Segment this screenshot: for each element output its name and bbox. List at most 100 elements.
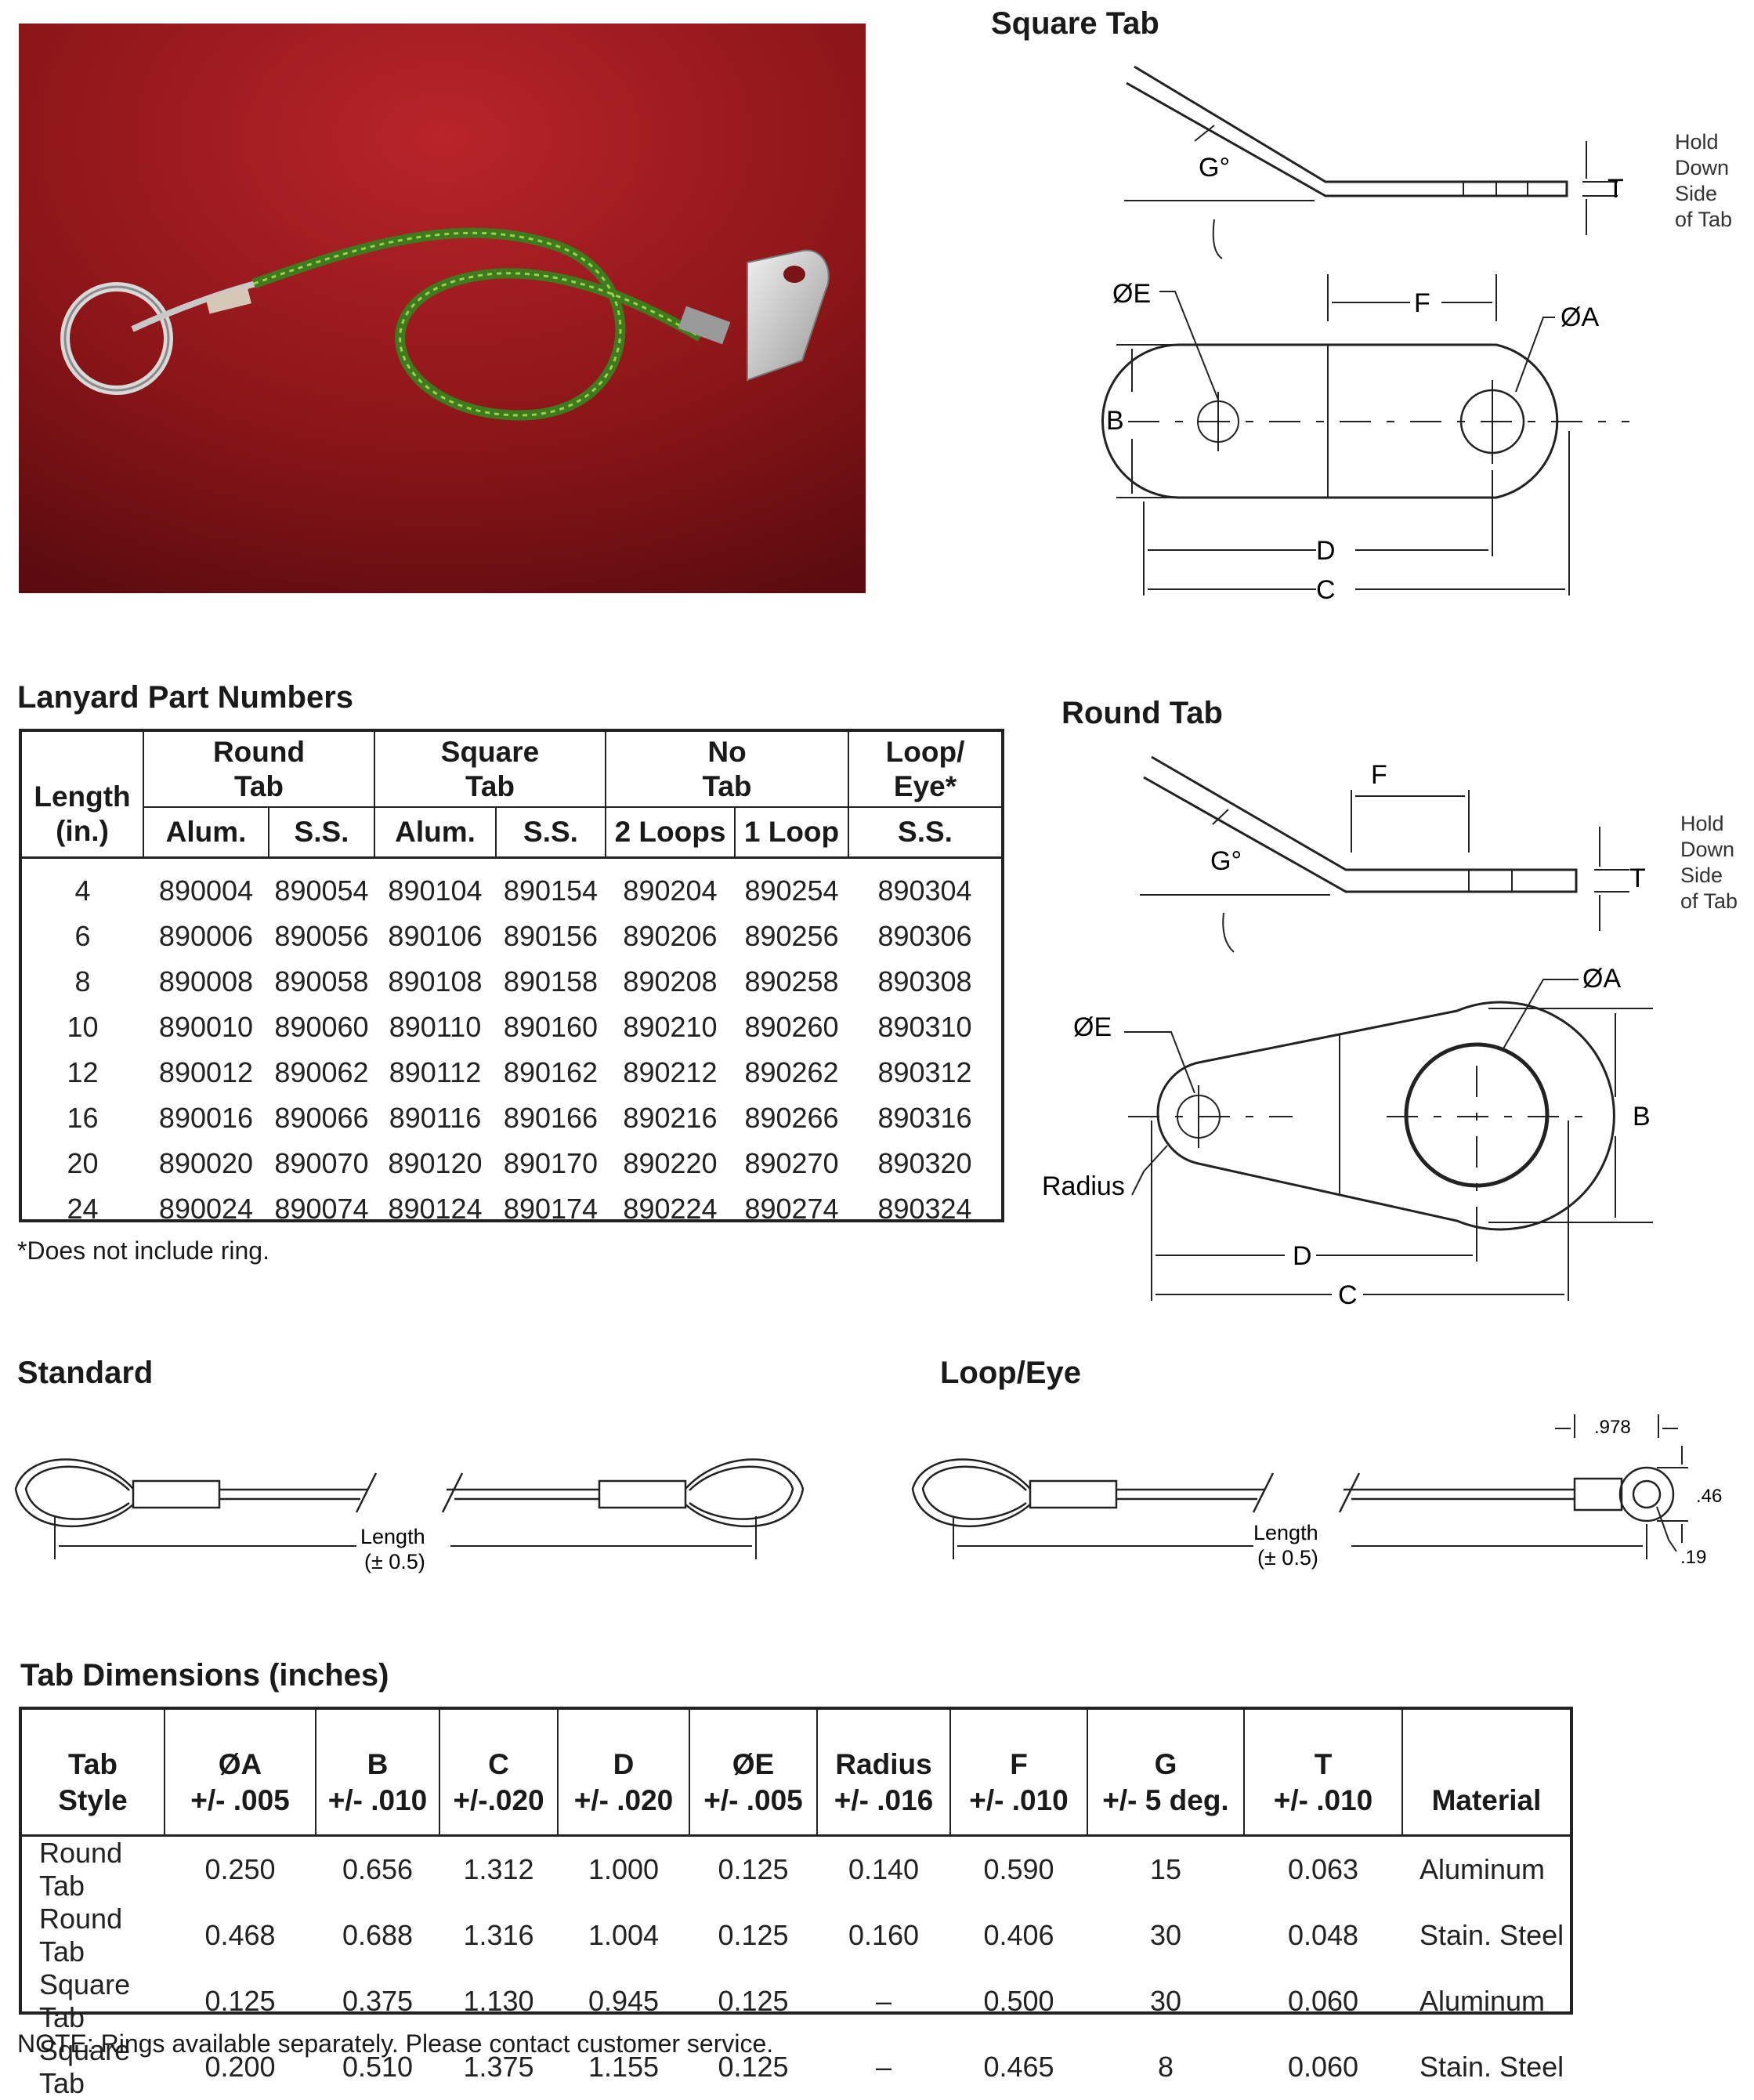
part-number-cell: 890006 — [158, 919, 254, 952]
lanyard-photo — [19, 24, 866, 593]
subheader-round-alum: Alum. — [143, 807, 269, 859]
tab-dim-header: F+/- .010 — [949, 1710, 1087, 1837]
part-number-cell: 890058 — [274, 965, 369, 998]
dimension-cell: 1.004 — [588, 1918, 660, 1951]
part-number-cell: 890258 — [744, 965, 839, 998]
part-number-cell: 890024 — [158, 1192, 254, 1225]
part-number-cell: 890108 — [388, 965, 483, 998]
part-numbers-title: Lanyard Part Numbers — [17, 680, 354, 715]
dimension-cell: 0.945 — [588, 1984, 660, 2017]
dimension-cell: 0.468 — [204, 1918, 276, 1951]
material-cell: Aluminum — [1419, 1852, 1546, 1885]
dimension-cell: 0.406 — [983, 1918, 1054, 1951]
tab-style-cell: Round Tab — [39, 1836, 123, 1902]
square-tab-hold-1: Hold — [1675, 130, 1719, 154]
round-tab-hold-4: of Tab — [1680, 889, 1738, 913]
loop-eye-tolerance-label: (± 0.5) — [1257, 1546, 1318, 1570]
part-number-cell: 890256 — [744, 919, 839, 952]
dimension-cell: 0.656 — [342, 1852, 414, 1885]
part-number-cell: 890012 — [158, 1055, 254, 1088]
subheader-round-ss: S.S. — [268, 807, 374, 859]
subheader-square-alum: Alum. — [374, 807, 496, 859]
round-tab-diagram: F G° T ØA ØE B Radius D C Hold Down Side… — [1042, 755, 1738, 1310]
tab-dim-header: Material — [1401, 1710, 1570, 1837]
part-number-cell: 890110 — [389, 1010, 482, 1043]
dimension-cell: 0.063 — [1287, 1852, 1359, 1885]
dimension-cell: 0.250 — [204, 1852, 276, 1885]
round-tab-a-label: ØA — [1582, 964, 1621, 994]
dimension-cell: 0.160 — [848, 1918, 920, 1951]
part-number-cell: 890062 — [274, 1055, 369, 1088]
dimension-cell: 1.312 — [463, 1852, 534, 1885]
square-tab-b-label: B — [1106, 406, 1124, 436]
round-tab-b-label: B — [1633, 1102, 1651, 1131]
round-tab-hold-2: Down — [1680, 838, 1734, 861]
length-cell: 12 — [67, 1055, 99, 1088]
loop-eye-dim-978: .978 — [1594, 1417, 1631, 1438]
square-tab-f-label: F — [1414, 288, 1430, 318]
dimension-cell: 0.375 — [342, 1984, 414, 2017]
square-tab-a-label: ØA — [1561, 302, 1599, 332]
tab-dimensions-note: NOTE: Rings available separately. Please… — [17, 2029, 774, 2058]
length-cell: 24 — [67, 1192, 99, 1225]
dimension-cell: 0.125 — [204, 1984, 276, 2017]
part-number-cell: 890320 — [877, 1146, 972, 1179]
part-number-cell: 890166 — [503, 1101, 599, 1134]
loop-eye-lanyard-diagram: .978 .46 .19 Length (± 0.5) — [911, 1414, 1722, 1570]
length-cell: 6 — [74, 919, 91, 952]
part-number-cell: 890070 — [274, 1146, 369, 1179]
length-cell: 16 — [67, 1101, 99, 1134]
standard-lanyard-diagram: Length (± 0.5) — [14, 1458, 805, 1573]
part-numbers-footnote: *Does not include ring. — [17, 1236, 269, 1265]
subheader-no-tab-1-loop: 1 Loop — [733, 807, 849, 859]
dimension-cell: 0.060 — [1287, 2050, 1359, 2083]
part-number-cell: 890204 — [623, 874, 718, 907]
dimension-cell: 1.316 — [463, 1918, 534, 1951]
part-number-cell: 890056 — [274, 919, 369, 952]
subheader-square-ss: S.S. — [495, 807, 606, 859]
part-number-cell: 890208 — [623, 965, 718, 998]
dimension-cell: 0.048 — [1287, 1918, 1359, 1951]
subheader-no-tab-2-loops: 2 Loops — [605, 807, 735, 859]
dimension-cell: 0.590 — [983, 1852, 1054, 1885]
dimension-cell: 0.500 — [983, 1984, 1054, 2017]
part-number-cell: 890054 — [274, 874, 369, 907]
dimension-cell: 15 — [1149, 1852, 1182, 1885]
part-number-cell: 890216 — [623, 1101, 718, 1134]
part-number-cell: 890016 — [158, 1101, 254, 1134]
part-number-cell: 890212 — [623, 1055, 718, 1088]
part-number-cell: 890106 — [388, 919, 483, 952]
part-number-cell: 890160 — [503, 1010, 599, 1043]
part-number-cell: 890224 — [623, 1192, 718, 1225]
part-number-cell: 890156 — [503, 919, 599, 952]
square-tab-t-label: T — [1608, 174, 1624, 204]
dimension-cell: 8 — [1157, 2050, 1174, 2083]
length-cell: 20 — [67, 1146, 99, 1179]
standard-tolerance-label: (± 0.5) — [364, 1550, 425, 1573]
square-tab-hold-4: of Tab — [1675, 208, 1732, 231]
tab-dim-header: Radius+/- .016 — [816, 1710, 950, 1837]
square-tab-g-label: G° — [1199, 153, 1230, 183]
part-number-cell: 890210 — [623, 1010, 718, 1043]
header-length: Length(in.) — [22, 732, 143, 859]
part-number-cell: 890020 — [158, 1146, 254, 1179]
part-number-cell: 890254 — [744, 874, 839, 907]
header-loop-eye: Loop/Eye* — [848, 732, 1002, 808]
material-cell: Aluminum — [1419, 1984, 1546, 2017]
part-number-cell: 890170 — [503, 1146, 599, 1179]
square-tab-hold-3: Side — [1675, 182, 1717, 205]
part-number-cell: 890162 — [503, 1055, 599, 1088]
part-number-cell: 890274 — [744, 1192, 839, 1225]
part-number-cell: 890310 — [877, 1010, 972, 1043]
tab-dim-header: D+/- .020 — [557, 1710, 689, 1837]
dimension-cell: 30 — [1149, 1918, 1182, 1951]
round-tab-g-label: G° — [1210, 846, 1242, 876]
loop-eye-dim-19: .19 — [1680, 1547, 1706, 1568]
